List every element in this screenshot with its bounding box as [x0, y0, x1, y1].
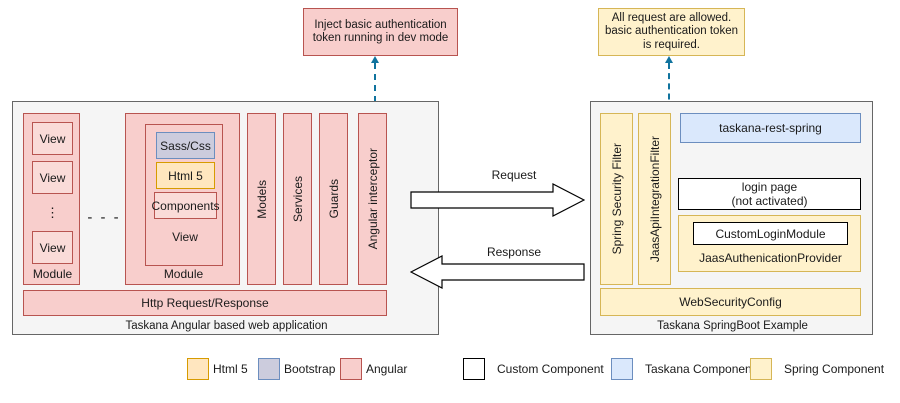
web-security-config-label: WebSecurityConfig	[679, 295, 782, 309]
angular-app-caption: Taskana Angular based web application	[13, 316, 440, 336]
module-b-view-label: View	[146, 227, 224, 247]
module-a[interactable]: View View ⋮ View Module	[23, 113, 80, 285]
springboot-panel: Spring Security Filter JaasApiIntegratio…	[590, 101, 873, 335]
column-models-label: Models	[254, 179, 269, 219]
jaas-authentication-provider[interactable]: CustomLoginModule JaasAuthenicationProvi…	[678, 215, 861, 272]
callout-angular-interceptor: Inject basic authentication token runnin…	[303, 8, 458, 56]
legend-label-spring-component: Spring Component	[784, 362, 884, 376]
module-separator-icon: - - -	[85, 208, 123, 226]
module-a-ellipsis-icon: ⋮	[32, 198, 73, 228]
legend-label-spring-component-text: Spring Component	[784, 362, 885, 376]
request-arrow-icon	[410, 183, 585, 217]
module-a-ellipsis-label: ⋮	[46, 205, 59, 220]
legend-swatch-taskana-component	[611, 358, 633, 380]
module-a-label: Module	[24, 264, 81, 284]
angular-app-caption-text: Taskana Angular based web application	[125, 320, 328, 332]
spring-security-filter-label: Spring Security Filter	[609, 143, 624, 255]
custom-login-module-label: CustomLoginModule	[715, 226, 826, 241]
legend-label-taskana-component: Taskana Component	[645, 362, 755, 376]
column-angular-interceptor-label: Angular interceptor	[365, 148, 380, 250]
legend-swatch-spring-component	[750, 358, 772, 380]
request-label-text: Request	[491, 168, 537, 182]
login-page-label-line1: login page	[741, 180, 798, 194]
jaas-api-integration-filter-label: JaasApiIntegrationFilter	[647, 135, 662, 263]
column-services-label: Services	[290, 175, 305, 222]
jaas-api-integration-filter[interactable]: JaasApiIntegrationFilter	[638, 113, 671, 285]
connector-angular-dashed	[374, 63, 376, 113]
legend-swatch-angular	[340, 358, 362, 380]
http-request-response-bar[interactable]: Http Request/Response	[23, 290, 387, 316]
response-label: Response	[440, 244, 588, 260]
module-a-view-1[interactable]: View	[32, 122, 73, 155]
column-models[interactable]: Models	[247, 113, 276, 285]
legend-label-custom-component: Custom Component	[497, 362, 604, 376]
column-guards[interactable]: Guards	[319, 113, 348, 285]
legend-label-html5: Html 5	[213, 362, 248, 376]
view-item-components-label: Components	[151, 198, 220, 213]
legend-label-angular-text: Angular	[366, 362, 408, 376]
login-page-label-line2: (not activated)	[731, 194, 808, 208]
jaas-authentication-provider-label: JaasAuthenicationProvider	[679, 248, 862, 268]
http-request-response-label: Http Request/Response	[141, 296, 269, 310]
module-b[interactable]: Sass/Css Html 5 Components View Module	[125, 113, 240, 285]
view-item-html5[interactable]: Html 5	[156, 162, 215, 189]
module-b-label: Module	[126, 264, 241, 284]
view-item-components[interactable]: Components	[151, 192, 220, 219]
request-label: Request	[440, 167, 588, 183]
legend-label-taskana-component-text: Taskana Component	[645, 362, 756, 376]
module-a-view-2[interactable]: View	[32, 161, 73, 194]
callout-spring-text: All request are allowed. basic authentic…	[605, 11, 738, 51]
legend-swatch-custom-component	[463, 358, 485, 380]
column-guards-label: Guards	[326, 179, 341, 219]
angular-app-panel: View View ⋮ View Module - - - Sass/Css H…	[12, 101, 439, 335]
connector-spring-arrow-icon	[665, 56, 673, 63]
view-item-sass-css[interactable]: Sass/Css	[156, 132, 215, 159]
legend-swatch-html5	[187, 358, 209, 380]
callout-angular-text: Inject basic authentication token runnin…	[312, 18, 449, 45]
response-arrow-icon	[410, 255, 585, 289]
custom-login-module-box[interactable]: CustomLoginModule	[693, 222, 848, 245]
web-security-config-box[interactable]: WebSecurityConfig	[600, 288, 861, 316]
taskana-rest-spring-box[interactable]: taskana-rest-spring	[680, 113, 861, 143]
view-item-sass-css-label: Sass/Css	[160, 138, 211, 153]
module-a-label-text: Module	[32, 267, 73, 281]
column-angular-interceptor[interactable]: Angular interceptor	[358, 113, 387, 285]
legend-label-angular: Angular	[366, 362, 407, 376]
spring-security-filter[interactable]: Spring Security Filter	[600, 113, 633, 285]
module-a-view-1-label: View	[39, 131, 66, 146]
login-page-box[interactable]: login page (not activated)	[678, 178, 861, 210]
taskana-rest-spring-label: taskana-rest-spring	[719, 121, 822, 135]
springboot-panel-caption: Taskana SpringBoot Example	[591, 316, 874, 336]
column-services[interactable]: Services	[283, 113, 312, 285]
legend-label-custom-component-text: Custom Component	[497, 362, 604, 376]
callout-spring-security: All request are allowed. basic authentic…	[598, 8, 745, 56]
module-a-view-3[interactable]: View	[32, 231, 73, 264]
view-item-html5-label: Html 5	[168, 168, 203, 183]
module-b-view[interactable]: Sass/Css Html 5 Components View	[145, 124, 223, 266]
module-b-label-text: Module	[163, 267, 204, 281]
module-b-view-label-text: View	[172, 230, 198, 244]
response-label-text: Response	[486, 245, 542, 259]
legend-label-bootstrap: Bootstrap	[284, 362, 335, 376]
springboot-panel-caption-text: Taskana SpringBoot Example	[657, 320, 808, 332]
legend-label-html5-text: Html 5	[213, 362, 248, 376]
jaas-authentication-provider-text: JaasAuthenicationProvider	[699, 251, 842, 265]
legend: Html 5 Bootstrap Angular Custom Componen…	[0, 358, 900, 388]
module-separator-label: - - -	[87, 208, 121, 226]
legend-label-bootstrap-text: Bootstrap	[284, 362, 336, 376]
module-a-view-3-label: View	[39, 240, 66, 255]
connector-angular-arrow-icon	[371, 56, 379, 63]
module-a-view-2-label: View	[39, 170, 66, 185]
legend-swatch-bootstrap	[258, 358, 280, 380]
